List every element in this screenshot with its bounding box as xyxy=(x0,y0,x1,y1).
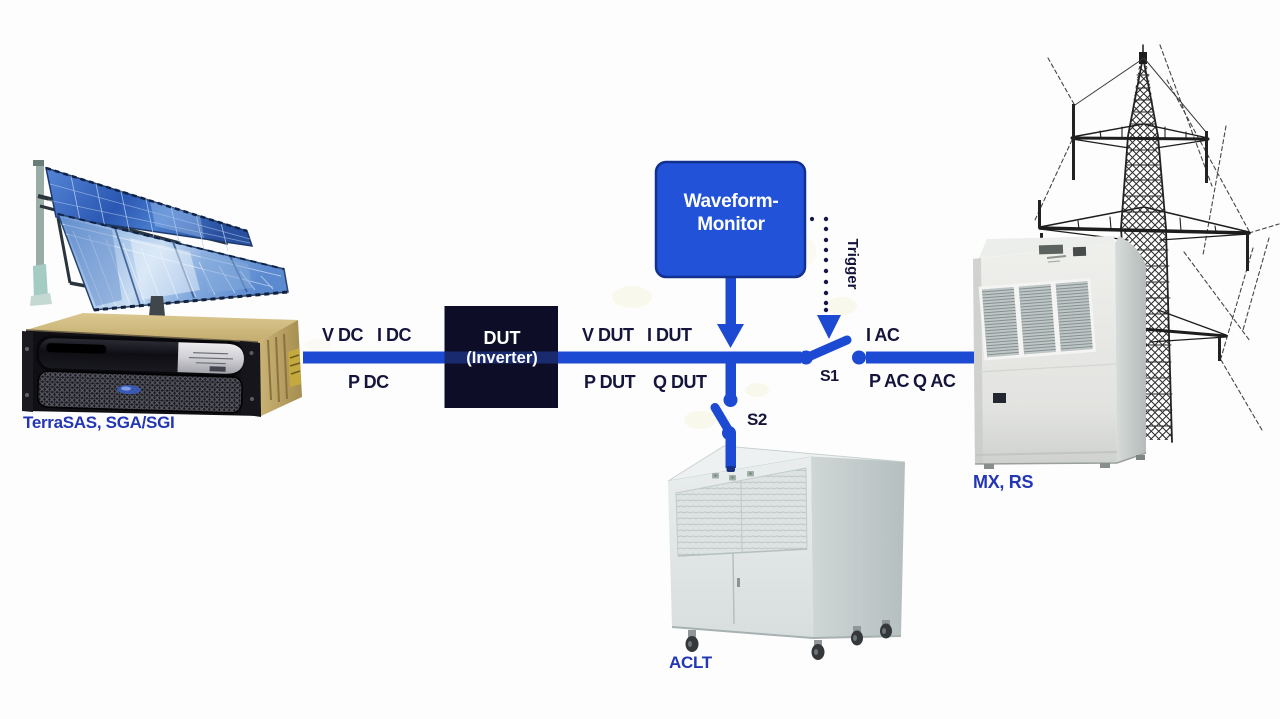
svg-text:Monitor: Monitor xyxy=(697,214,765,235)
svg-text:MX, RS: MX, RS xyxy=(973,472,1034,492)
svg-text:DUT: DUT xyxy=(484,328,521,348)
svg-text:I DC: I DC xyxy=(377,325,412,345)
svg-text:TerraSAS, SGA/SGI: TerraSAS, SGA/SGI xyxy=(23,413,174,432)
svg-text:Q DUT: Q DUT xyxy=(653,372,707,392)
svg-text:S2: S2 xyxy=(747,410,767,429)
svg-text:Q AC: Q AC xyxy=(913,371,956,391)
svg-text:S1: S1 xyxy=(820,368,839,385)
svg-text:P DUT: P DUT xyxy=(584,372,636,392)
svg-text:I AC: I AC xyxy=(866,325,900,345)
svg-text:I DUT: I DUT xyxy=(647,325,692,345)
svg-text:Waveform-: Waveform- xyxy=(684,191,779,212)
svg-text:V DUT: V DUT xyxy=(582,325,634,345)
svg-text:(Inverter): (Inverter) xyxy=(466,349,538,367)
svg-text:ACLT: ACLT xyxy=(669,653,713,672)
svg-text:V DC: V DC xyxy=(322,325,364,345)
svg-text:P DC: P DC xyxy=(348,372,389,392)
svg-text:P AC: P AC xyxy=(869,371,910,391)
svg-text:Trigger: Trigger xyxy=(844,239,861,290)
